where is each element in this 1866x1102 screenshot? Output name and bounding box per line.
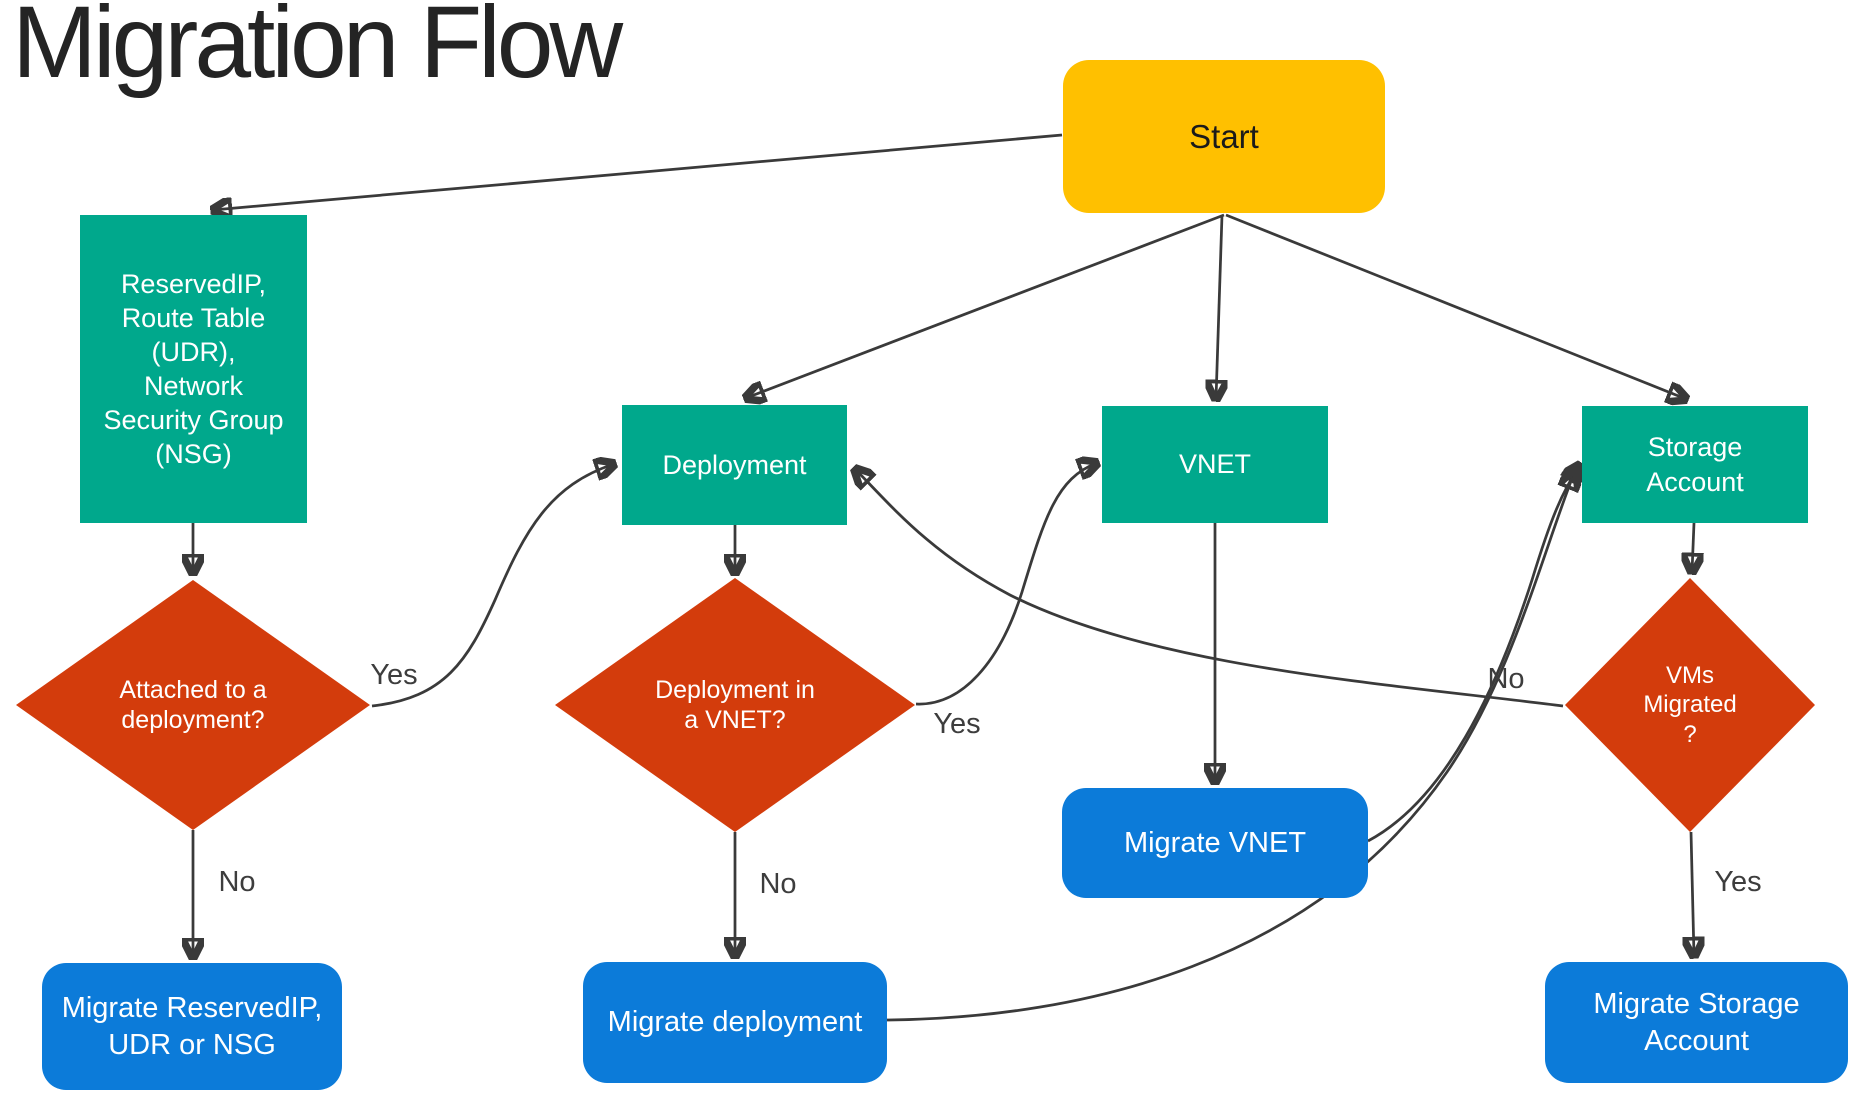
node-vnet: VNET (1102, 406, 1328, 523)
node-vms-migrated-label: VMs Migrated ? (1643, 662, 1737, 748)
edge-start-to-storage (1225, 213, 1686, 399)
node-reserved-ip-label: ReservedIP, Route Table (UDR), Network S… (103, 268, 284, 470)
edge-invnet-yes-to-vnet (915, 463, 1097, 706)
edge-start-to-deployment (746, 213, 1225, 398)
node-deployment: Deployment (622, 405, 847, 525)
edge-label-attached-yes: Yes (370, 659, 418, 691)
node-deployment-in-vnet-label: Deployment in a VNET? (655, 675, 815, 735)
edge-vmsmigrated-no-to-deployment (855, 469, 1564, 708)
node-vnet-label: VNET (1178, 449, 1251, 480)
page-title: Migration Flow (12, 0, 623, 99)
node-migrate-deployment: Migrate deployment (583, 962, 887, 1083)
edge-migratevnet-to-storage (1367, 465, 1580, 843)
edge-label-attached-no: No (218, 866, 256, 898)
node-migrate-vnet-label: Migrate VNET (1123, 826, 1307, 859)
edge-start-to-reservedip (213, 133, 1063, 210)
node-migrate-vnet: Migrate VNET (1062, 788, 1368, 898)
node-migrate-reserved: Migrate ReservedIP, UDR or NSG (42, 963, 342, 1090)
edge-start-to-vnet (1216, 214, 1222, 399)
edge-migratedeployment-to-storage (886, 471, 1575, 1022)
edge-attached-yes-to-deployment (371, 464, 614, 708)
node-attached-to-deployment-label: Attached to a deployment? (119, 675, 267, 735)
node-migrate-storage-label: Migrate Storage Account (1593, 988, 1800, 1057)
node-start: Start (1063, 60, 1385, 213)
edge-label-vms-no: No (1487, 663, 1525, 695)
edge-label-invnet-yes: Yes (933, 708, 981, 740)
node-reserved-ip: ReservedIP, Route Table (UDR), Network S… (80, 215, 307, 523)
node-migrate-deployment-label: Migrate deployment (607, 1006, 863, 1039)
edge-label-invnet-no: No (759, 868, 797, 900)
node-deployment-label: Deployment (662, 449, 807, 480)
node-migrate-storage: Migrate Storage Account (1545, 962, 1848, 1083)
node-storage-account-label: Storage Account (1646, 432, 1744, 497)
edge-vmsmigrated-yes-to-migratestorage (1691, 831, 1694, 956)
edge-storage-to-vmsmigrated (1692, 522, 1694, 572)
node-start-label: Start (1189, 117, 1259, 155)
node-migrate-reserved-label: Migrate ReservedIP, UDR or NSG (61, 992, 323, 1061)
node-storage-account: Storage Account (1582, 406, 1808, 523)
edge-label-vms-yes: Yes (1714, 866, 1762, 898)
